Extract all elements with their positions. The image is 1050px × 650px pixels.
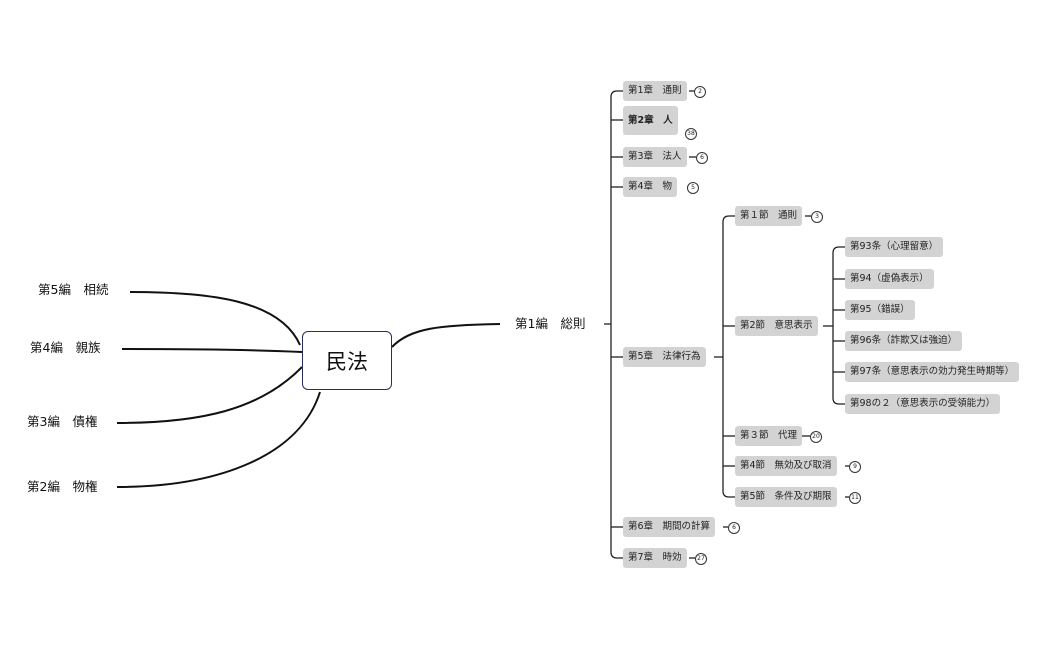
chapter-1-node[interactable]: 第1章 通則 — [623, 81, 687, 101]
chapter-4-count-badge: 5 — [687, 182, 699, 194]
section-2-node[interactable]: 第2節 意思表示 — [735, 316, 818, 336]
chapter-6-count-badge: 6 — [728, 522, 740, 534]
section-5-count-badge: 11 — [849, 492, 861, 504]
section-4-count-badge: 9 — [849, 461, 861, 473]
root-label: 民法 — [326, 349, 368, 374]
article-94-node[interactable]: 第94（虚偽表示） — [845, 269, 934, 289]
chapter-5-node[interactable]: 第5章 法律行為 — [623, 347, 706, 367]
section-3-count-badge: 20 — [810, 431, 822, 443]
branch-inheritance[interactable]: 第5編 相続 — [38, 282, 109, 297]
article-96-node[interactable]: 第96条（詐欺又は強迫） — [845, 331, 963, 351]
section-1-node[interactable]: 第１節 通則 — [735, 206, 803, 226]
section-1-count-badge: 3 — [811, 211, 823, 223]
article-95-node[interactable]: 第95（錯誤） — [845, 300, 915, 320]
root-node[interactable]: 民法 — [302, 331, 392, 390]
section-4-node[interactable]: 第4節 無効及び取消 — [735, 456, 837, 476]
chapter-2-node[interactable]: 第2章 人 — [623, 106, 678, 135]
section-5-node[interactable]: 第5節 条件及び期限 — [735, 487, 837, 507]
chapter-3-node[interactable]: 第3章 法人 — [623, 147, 687, 167]
branch-general-provisions[interactable]: 第1編 総則 — [515, 316, 586, 331]
chapter-1-count-badge: 2 — [694, 86, 706, 98]
branch-family[interactable]: 第4編 親族 — [30, 340, 101, 355]
chapter-6-node[interactable]: 第6章 期間の計算 — [623, 517, 716, 537]
section-3-node[interactable]: 第３節 代理 — [735, 426, 803, 446]
article-93-node[interactable]: 第93条（心理留意） — [845, 237, 944, 257]
article-97-node[interactable]: 第97条（意思表示の効力発生時期等） — [845, 362, 1020, 382]
chapter-4-node[interactable]: 第4章 物 — [623, 177, 678, 197]
chapter-7-node[interactable]: 第7章 時効 — [623, 548, 687, 568]
branch-obligations[interactable]: 第3編 債権 — [27, 414, 98, 429]
chapter-3-count-badge: 6 — [696, 152, 708, 164]
chapter-2-count-badge: 38 — [685, 128, 697, 140]
chapter-7-count-badge: 27 — [695, 553, 707, 565]
branch-property-rights[interactable]: 第2編 物権 — [27, 479, 98, 494]
article-98-2-node[interactable]: 第98の２（意思表示の受領能力） — [845, 394, 1001, 414]
